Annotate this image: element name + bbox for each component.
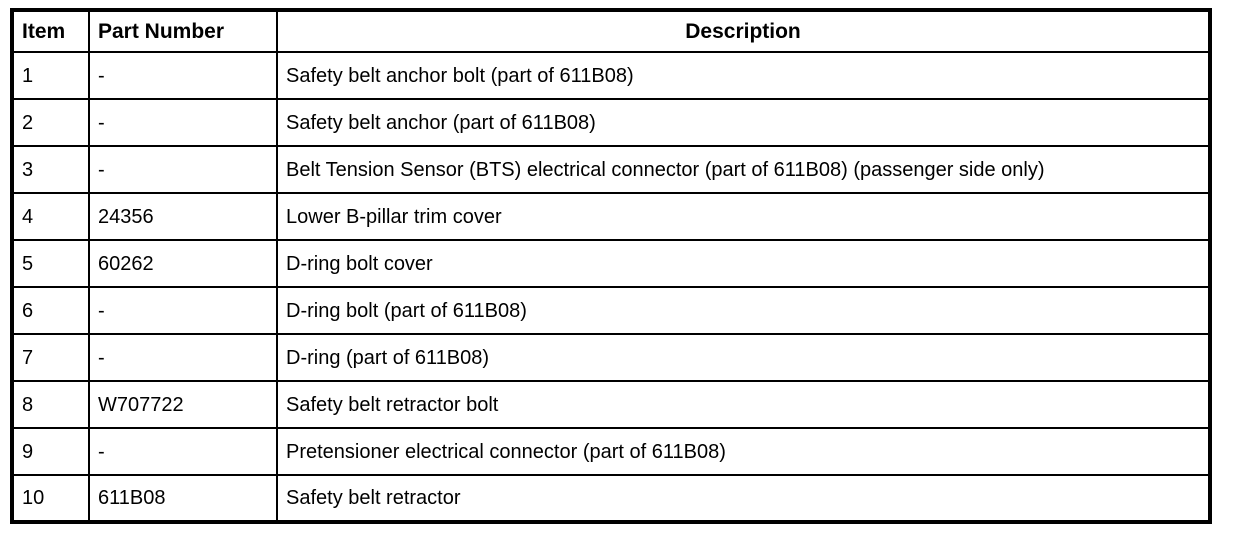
table-row: 7 - D-ring (part of 611B08) (11, 333, 1211, 382)
item-cell: 10 (11, 474, 90, 523)
item-cell: 2 (11, 98, 90, 147)
item-cell: 6 (11, 286, 90, 335)
item-cell: 5 (11, 239, 90, 288)
description-cell: Safety belt retractor (276, 474, 1211, 523)
table-row: 4 24356 Lower B-pillar trim cover (11, 192, 1211, 241)
part-number-cell: 611B08 (88, 474, 278, 523)
part-number-cell: - (88, 286, 278, 335)
item-cell: 9 (11, 427, 90, 476)
table-row: 10 611B08 Safety belt retractor (11, 474, 1211, 523)
parts-table: Item Part Number Description 1 - Safety … (10, 8, 1212, 524)
description-cell: Safety belt retractor bolt (276, 380, 1211, 429)
description-cell: Lower B-pillar trim cover (276, 192, 1211, 241)
description-cell: Pretensioner electrical connector (part … (276, 427, 1211, 476)
part-number-cell: 60262 (88, 239, 278, 288)
column-header-item: Item (11, 9, 90, 53)
table-row: 6 - D-ring bolt (part of 611B08) (11, 286, 1211, 335)
table-row: 1 - Safety belt anchor bolt (part of 611… (11, 51, 1211, 100)
item-cell: 1 (11, 51, 90, 100)
table-row: 8 W707722 Safety belt retractor bolt (11, 380, 1211, 429)
column-header-part-number: Part Number (88, 9, 278, 53)
description-cell: D-ring bolt cover (276, 239, 1211, 288)
part-number-cell: - (88, 427, 278, 476)
item-cell: 7 (11, 333, 90, 382)
part-number-cell: W707722 (88, 380, 278, 429)
part-number-cell: - (88, 98, 278, 147)
description-cell: D-ring bolt (part of 611B08) (276, 286, 1211, 335)
part-number-cell: 24356 (88, 192, 278, 241)
part-number-cell: - (88, 145, 278, 194)
header-row: Item Part Number Description (11, 9, 1211, 53)
description-cell: Safety belt anchor (part of 611B08) (276, 98, 1211, 147)
table-row: 2 - Safety belt anchor (part of 611B08) (11, 98, 1211, 147)
description-cell: Safety belt anchor bolt (part of 611B08) (276, 51, 1211, 100)
table-row: 9 - Pretensioner electrical connector (p… (11, 427, 1211, 476)
description-cell: D-ring (part of 611B08) (276, 333, 1211, 382)
item-cell: 4 (11, 192, 90, 241)
table-row: 5 60262 D-ring bolt cover (11, 239, 1211, 288)
item-cell: 8 (11, 380, 90, 429)
part-number-cell: - (88, 333, 278, 382)
table-row: 3 - Belt Tension Sensor (BTS) electrical… (11, 145, 1211, 194)
part-number-cell: - (88, 51, 278, 100)
description-cell: Belt Tension Sensor (BTS) electrical con… (276, 145, 1211, 194)
column-header-description: Description (276, 9, 1211, 53)
item-cell: 3 (11, 145, 90, 194)
